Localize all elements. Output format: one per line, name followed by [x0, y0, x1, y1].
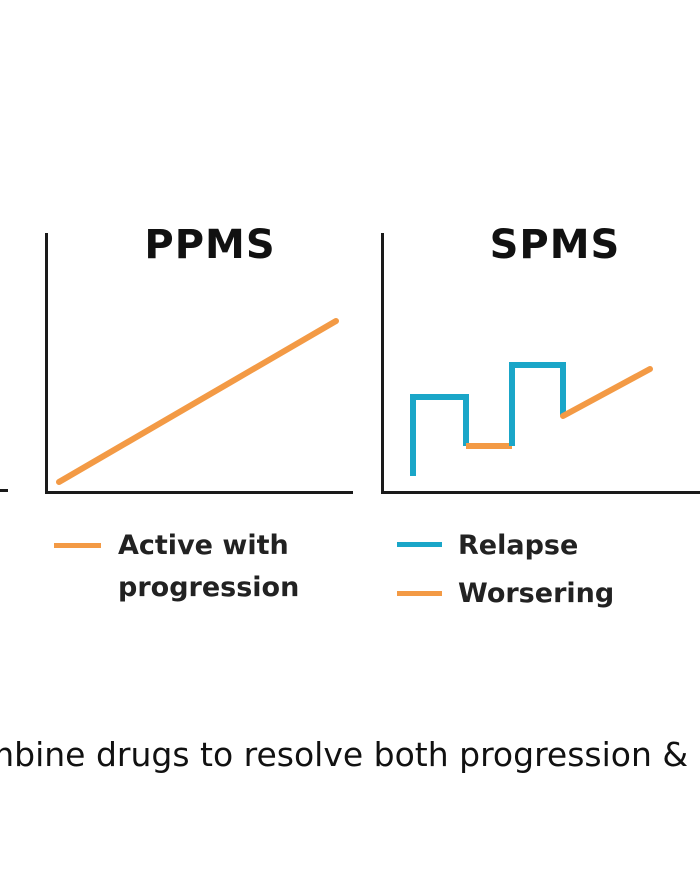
ppms-legend-label-line1: Active with	[118, 530, 289, 561]
spms-relapse-step-2	[509, 362, 566, 446]
ppms-y-axis	[45, 233, 48, 494]
spms-legend-swatch-blue	[397, 542, 442, 547]
spms-legend-label-relapse: Relapse	[458, 530, 579, 561]
caption-text: mbine drugs to resolve both progression …	[0, 735, 689, 774]
left-panel-axis-fragment	[0, 489, 8, 492]
ppms-x-axis	[45, 491, 353, 494]
spms-y-axis	[381, 233, 384, 494]
ppms-progression-line	[56, 318, 339, 485]
spms-worsening-rise	[560, 366, 653, 419]
spms-x-axis	[381, 491, 700, 494]
spms-relapse-step-1	[410, 394, 469, 476]
ppms-legend-swatch-orange	[54, 543, 101, 548]
ppms-legend-label-line2: progression	[118, 572, 300, 603]
spms-legend-swatch-orange	[397, 591, 442, 596]
spms-title: SPMS	[489, 222, 621, 268]
ppms-title: PPMS	[144, 222, 276, 268]
spms-legend-label-worsening: Worsering	[458, 578, 615, 609]
